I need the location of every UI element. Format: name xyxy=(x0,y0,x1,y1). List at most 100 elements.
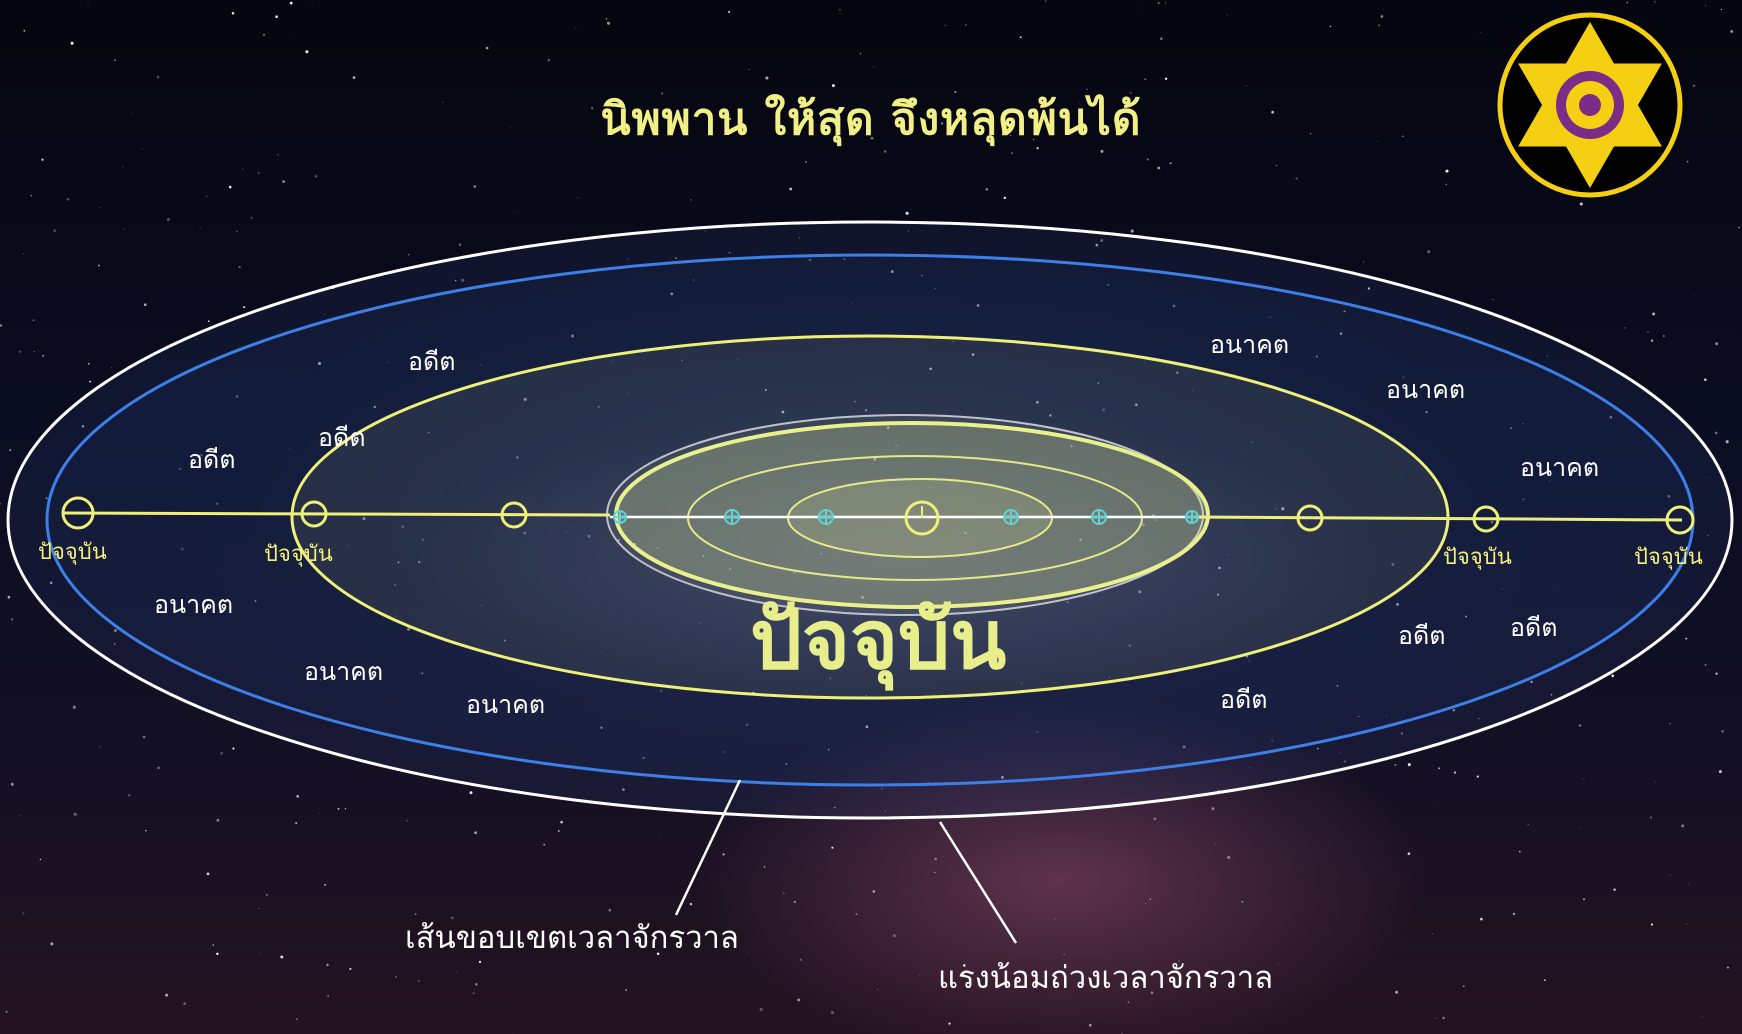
star-dot xyxy=(296,795,299,798)
star-dot xyxy=(53,229,57,233)
star-dot xyxy=(1693,339,1695,341)
star-dot xyxy=(238,265,241,269)
star-dot xyxy=(461,278,465,282)
star-dot xyxy=(961,630,963,632)
star-dot xyxy=(948,1022,951,1025)
star-dot xyxy=(1445,169,1449,173)
star-dot xyxy=(242,168,244,170)
star-dot xyxy=(431,499,433,500)
star-dot xyxy=(1165,2,1167,4)
gravity-pointer-line xyxy=(938,821,1018,944)
star-dot xyxy=(692,279,695,282)
star-dot xyxy=(1192,389,1193,391)
star-dot xyxy=(748,69,750,70)
star-dot xyxy=(1036,731,1039,734)
star-dot xyxy=(235,395,239,398)
star-dot xyxy=(293,38,295,40)
star-dot xyxy=(1179,978,1182,980)
star-dot xyxy=(319,679,321,681)
star-dot xyxy=(362,517,366,521)
node-right-inner xyxy=(1296,504,1324,532)
star-dot xyxy=(1686,160,1689,163)
star-dot xyxy=(1613,888,1616,891)
star-dot xyxy=(22,253,24,255)
star-dot xyxy=(254,600,257,602)
star-dot xyxy=(1249,767,1251,769)
star-dot xyxy=(1176,371,1179,374)
star-dot xyxy=(1715,672,1718,675)
star-dot xyxy=(565,531,567,533)
time-axis-right xyxy=(1194,515,1683,522)
node-present-far-right xyxy=(1665,505,1695,535)
star-dot xyxy=(1218,566,1221,570)
star-dot xyxy=(388,361,390,363)
star-dot xyxy=(9,449,12,452)
star-dot xyxy=(1391,562,1395,566)
star-dot xyxy=(1395,990,1399,994)
star-dot xyxy=(726,127,728,129)
star-dot xyxy=(417,468,418,469)
star-dot xyxy=(763,549,765,552)
star-dot xyxy=(1079,538,1082,541)
star-dot xyxy=(1434,803,1436,805)
star-dot xyxy=(70,41,74,45)
star-dot xyxy=(72,705,76,709)
star-dot xyxy=(1086,88,1088,91)
star-dot xyxy=(1650,339,1654,342)
star-dot xyxy=(1157,166,1161,170)
star-dot xyxy=(965,24,967,26)
star-dot xyxy=(1044,972,1046,974)
star-dot xyxy=(1550,694,1553,696)
star-dot xyxy=(1102,408,1106,412)
star-dot xyxy=(1032,138,1035,141)
star-dot xyxy=(557,830,560,832)
star-dot xyxy=(1153,817,1157,821)
star-dot xyxy=(12,200,13,201)
star-dot xyxy=(19,814,21,816)
star-dot xyxy=(66,197,70,201)
star-dot xyxy=(1519,850,1521,853)
star-dot xyxy=(1009,134,1012,137)
star-dot xyxy=(690,199,692,201)
star-dot xyxy=(713,399,715,401)
label-future: อนาคต xyxy=(1386,375,1466,404)
star-dot xyxy=(393,583,396,586)
star-dot xyxy=(1667,494,1671,498)
star-dot xyxy=(713,938,715,940)
star-dot xyxy=(258,952,260,954)
star-dot xyxy=(1402,376,1404,378)
star-dot xyxy=(200,454,203,457)
star-dot xyxy=(872,889,876,893)
star-dot xyxy=(1490,520,1494,524)
star-dot xyxy=(831,1011,834,1015)
star-dot xyxy=(178,467,182,471)
star-dot xyxy=(729,567,732,571)
star-dot xyxy=(1730,30,1734,33)
star-dot xyxy=(1135,403,1138,406)
star-dot xyxy=(1704,378,1707,381)
star-dot xyxy=(884,810,886,812)
star-dot xyxy=(1117,110,1119,112)
star-dot xyxy=(113,629,117,633)
star-dot xyxy=(963,964,966,967)
star-dot xyxy=(702,555,705,557)
star-dot xyxy=(883,150,887,153)
star-dot xyxy=(1663,335,1665,337)
star-dot xyxy=(289,1,293,5)
star-dot xyxy=(944,24,946,26)
star-dot xyxy=(1339,332,1343,335)
star-dot xyxy=(1378,24,1380,27)
star-dot xyxy=(324,883,327,886)
star-dot xyxy=(514,212,516,213)
page-title: นิพพาน ให้สุด จึงหลุดพ้นได้ xyxy=(600,94,1142,145)
star-dot xyxy=(480,604,482,606)
star-dot xyxy=(319,813,321,814)
star-dot xyxy=(1062,396,1064,398)
star-dot xyxy=(1157,2,1160,5)
star-dot xyxy=(1139,7,1141,9)
star-dot xyxy=(1107,284,1110,286)
star-dot xyxy=(407,253,410,256)
star-dot xyxy=(1226,553,1228,555)
star-dot xyxy=(1497,833,1499,835)
star-dot xyxy=(326,963,329,967)
